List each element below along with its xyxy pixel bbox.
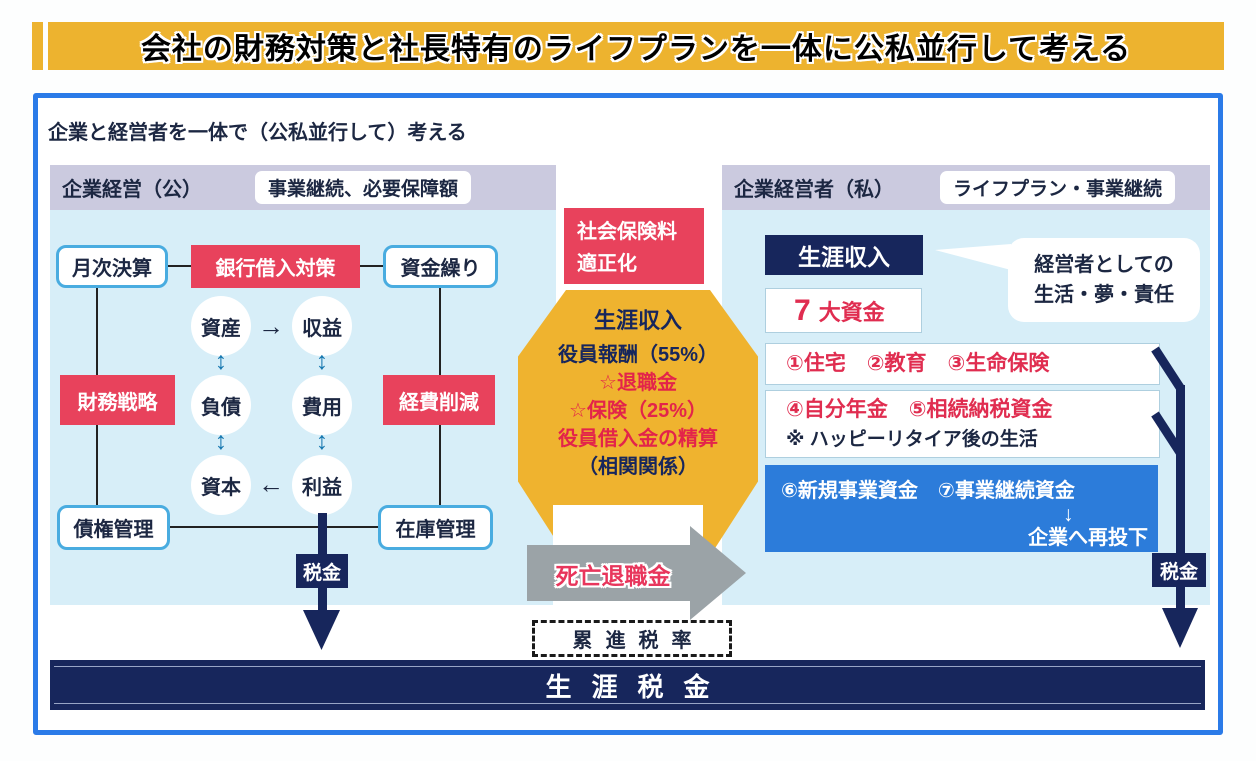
funds-4-5-text: ④自分年金 ⑤相続納税資金	[786, 398, 1053, 421]
left-tax-label: 税金	[296, 554, 348, 588]
debt-capital-updown-icon: ↕	[214, 427, 228, 455]
expense-profit-updown-icon: ↕	[315, 427, 329, 455]
social-insurance-line2: 適正化	[577, 253, 637, 275]
funds-1-3-text: ①住宅 ②教育 ③生命保険	[786, 352, 1050, 376]
circle-expense: 費用	[292, 375, 352, 435]
hexagon-line: 役員報酬（55%）	[557, 343, 719, 366]
circle-revenue: 収益	[292, 296, 352, 356]
node-bank-borrowing: 銀行借入対策	[191, 245, 360, 288]
page-title: 会社の財務対策と社長特有のライフプランを一体に公私並行して考える	[140, 33, 1132, 66]
funds-4-5-box: ④自分年金 ⑤相続納税資金 ※ ハッピーリタイア後の生活	[765, 390, 1160, 458]
progressive-tax-box: 累進税率	[532, 620, 732, 657]
revenue-expense-updown-icon: ↕	[315, 347, 329, 375]
funds-note-text: ※ ハッピーリタイア後の生活	[786, 428, 1038, 450]
node-inventory: 在庫管理	[378, 505, 493, 550]
owner-life-bubble: 経営者としての 生活・夢・責任	[1008, 238, 1200, 322]
title-accent-bar	[32, 22, 43, 70]
seven-funds-number: 7	[794, 293, 811, 327]
funds-6-7-box: ⑥新規事業資金 ⑦事業継続資金 ↓ 企業へ再投下	[765, 465, 1158, 552]
bubble-line1: 経営者としての	[1034, 254, 1174, 276]
hexagon-line: ☆退職金	[599, 371, 677, 394]
subtitle: 企業と経営者を一体で（公私並行して）考える	[48, 122, 467, 144]
profit-to-capital-arrow-icon: ←	[258, 468, 284, 499]
right-section-header: 企業経営者（私） ライフプラン・事業継続	[722, 165, 1210, 210]
node-receivables: 債権管理	[57, 505, 170, 550]
assets-debt-updown-icon: ↕	[214, 347, 228, 375]
speech-bubble-tail	[935, 244, 1011, 270]
right-section-title: 企業経営者（私）	[734, 179, 894, 201]
death-benefit-label: 死亡退職金	[555, 563, 671, 589]
bubble-line2: 生活・夢・責任	[1034, 284, 1174, 306]
circle-assets: 資産	[191, 296, 251, 356]
social-insurance-box: 社会保険料 適正化	[564, 208, 704, 284]
assets-to-revenue-arrow-icon: →	[258, 310, 284, 341]
left-section-header: 企業経営（公） 事業継続、必要保障額	[50, 165, 556, 210]
hexagon-line: （相関関係）	[578, 455, 698, 478]
left-section-title: 企業経営（公）	[62, 179, 202, 201]
funds-6-7-text: ⑥新規事業資金 ⑦事業継続資金	[781, 480, 1075, 502]
lifetime-tax-bar-inner: 生涯税金	[54, 666, 1201, 704]
node-cash-flow: 資金繰り	[383, 245, 498, 288]
seven-funds-label: 大資金	[818, 299, 885, 325]
reinvest-down-arrow-icon: ↓	[1063, 503, 1074, 526]
title-bar: 会社の財務対策と社長特有のライフプランを一体に公私並行して考える	[48, 22, 1224, 70]
left-section-badge: 事業継続、必要保障額	[255, 171, 472, 204]
reinvest-text: 企業へ再投下	[1028, 527, 1148, 550]
node-monthly-closing: 月次決算	[56, 245, 168, 288]
social-insurance-line1: 社会保険料	[577, 221, 677, 243]
right-section-badge: ライフプラン・事業継続	[940, 171, 1176, 204]
circle-debt: 負債	[191, 375, 251, 435]
circle-capital: 資本	[191, 455, 251, 515]
lifetime-income-box: 生涯収入	[765, 235, 923, 275]
circle-profit: 利益	[292, 455, 352, 515]
right-tax-label: 税金	[1152, 553, 1206, 587]
seven-funds-box: 7 大資金	[765, 288, 922, 333]
lifetime-tax-bar: 生涯税金	[50, 660, 1205, 710]
lifetime-tax-label: 生涯税金	[545, 671, 730, 702]
node-cost-reduction: 経費削減	[383, 375, 495, 425]
funds-1-3-box: ①住宅 ②教育 ③生命保険	[765, 343, 1160, 385]
hexagon-line: ☆保険（25%）	[569, 399, 707, 422]
node-finance-strategy: 財務戦略	[60, 375, 175, 425]
hexagon-line: 役員借入金の精算	[558, 427, 718, 450]
hexagon-line: 生涯収入	[593, 308, 682, 333]
